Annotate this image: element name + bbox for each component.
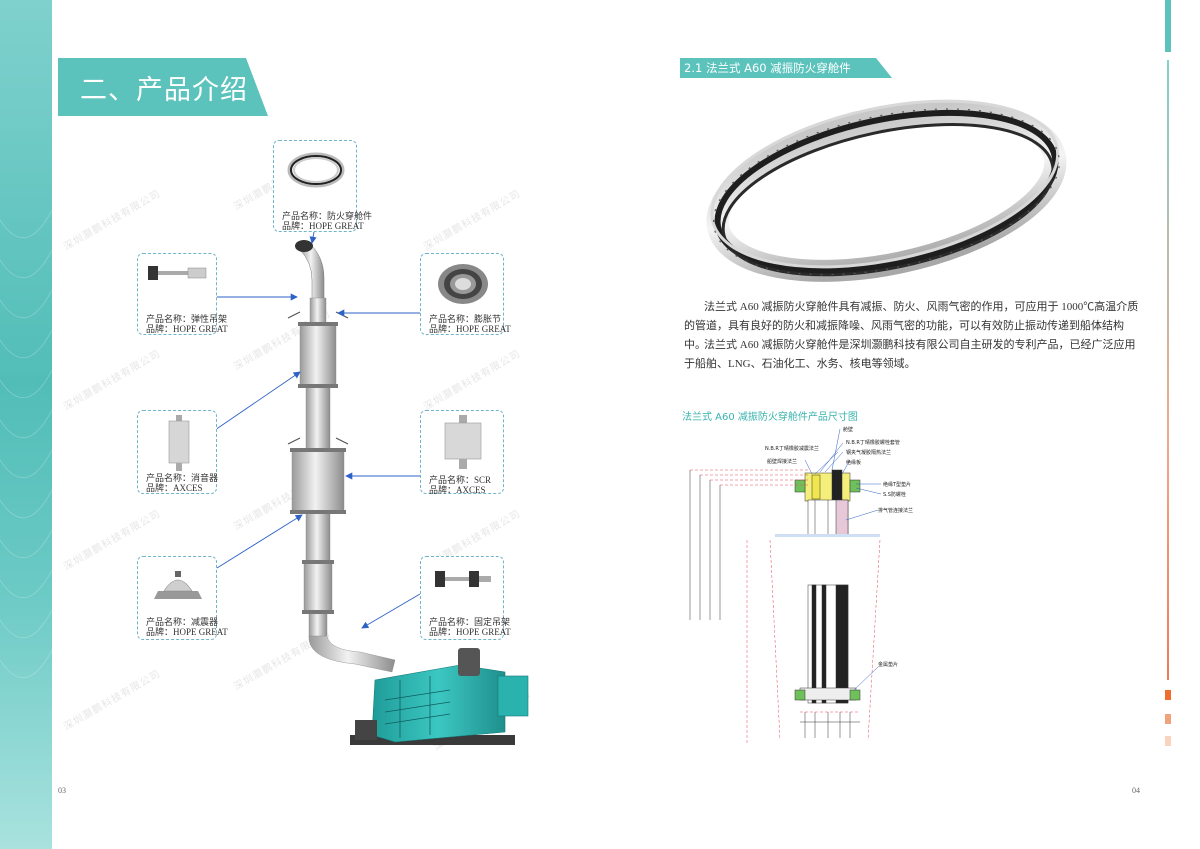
diagram-label: 钢夹气凝胶隔热法兰: [846, 449, 891, 456]
page-number-right: 04: [1132, 786, 1140, 795]
callout-shock-absorber: 产品名称：减震器 品牌：HOPE GREAT: [137, 556, 228, 640]
diagram-label: S.S防螺栓: [883, 491, 906, 498]
diagram-label: 绝缘T型垫片: [883, 481, 911, 488]
diagram-label: N.B.R丁晴橡胶减震法兰: [765, 445, 819, 452]
accent-square: [1165, 736, 1171, 746]
product-brand-label: 品牌：AXCES: [146, 483, 203, 493]
product-name-label: 产品名称：消音器: [146, 473, 219, 483]
title-banner: [58, 58, 268, 116]
section-banner: [680, 58, 892, 78]
exhaust-system-illustration: [214, 231, 529, 745]
right-accent-line: [1167, 60, 1169, 680]
callout-scr: 产品名称：SCR 品牌：AXCES: [420, 410, 504, 495]
diagram-label: N.B.R丁晴橡胶螺栓套管: [846, 439, 900, 446]
callout-fixed-hanger: 产品名称：固定吊架 品牌：HOPE GREAT: [420, 556, 511, 640]
callout-silencer: 产品名称：消音器 品牌：AXCES: [137, 410, 219, 494]
callout-elastic-hanger: 产品名称：弹性吊架 品牌：HOPE GREAT: [137, 253, 228, 335]
diagram-label: 金属垫片: [878, 661, 898, 668]
silencer-thumbnail: [168, 415, 190, 471]
product-brand-label: 品牌：AXCES: [429, 485, 486, 495]
product-name-label: 产品名称：减震器: [146, 617, 219, 627]
dimension-drawing: 舱壁 N.B.R丁晴橡胶减震法兰 N.B.R丁晴橡胶螺栓套管 钢夹气凝胶隔热法兰…: [689, 426, 913, 745]
product-name-label: 产品名称：弹性吊架: [146, 314, 228, 324]
diagram-label: 舱壁: [843, 426, 853, 433]
hanger-thumbnail: [148, 266, 207, 280]
product-brand-label: 品牌：HOPE GREAT: [429, 324, 511, 334]
top-accent-bar: [1165, 0, 1171, 52]
product-brand-label: 品牌：HOPE GREAT: [146, 627, 228, 637]
expansion-joint-thumbnail: [438, 264, 488, 304]
shock-absorber-thumbnail: [154, 571, 202, 599]
diagram-label: 船壁焊接法兰: [767, 458, 797, 465]
product-name-label: 产品名称：膨胀节: [429, 314, 502, 324]
dimension-drawing-title: 法兰式 A60 减振防火穿舱件产品尺寸图: [682, 412, 858, 423]
fixed-hanger-thumbnail: [435, 571, 491, 587]
product-brand-label: 品牌：HOPE GREAT: [146, 324, 228, 334]
description-paragraph-2: 法兰式 A60 减振防火穿舱件是深圳灏鹏科技有限公司自主研发的专利产品，已经广泛…: [684, 339, 1136, 370]
product-brand-label: 品牌：HOPE GREAT: [429, 627, 511, 637]
page-number-left: 03: [58, 786, 66, 795]
product-name-label: 产品名称：防火穿舱件: [282, 211, 373, 221]
callout-fire-penetration: 产品名称：防火穿舱件 品牌：HOPE GREAT: [273, 140, 372, 232]
accent-square: [1165, 714, 1171, 724]
description-paragraph-1: 法兰式 A60 减振防火穿舱件具有减振、防火、风雨气密的作用，可应用于 1000…: [684, 301, 1139, 351]
page-title: 二、产品介绍: [80, 75, 248, 106]
accent-square: [1165, 690, 1171, 700]
scr-thumbnail: [444, 415, 482, 469]
product-brand-label: 品牌：HOPE GREAT: [282, 221, 364, 231]
fire-penetration-ring-image: [706, 99, 1067, 282]
callout-expansion-joint: 产品名称：膨胀节 品牌：HOPE GREAT: [420, 253, 511, 335]
product-name-label: 产品名称：SCR: [429, 475, 492, 485]
fire-ring-thumbnail: [287, 152, 345, 188]
section-title: 2.1 法兰式 A60 减振防火穿舱件: [684, 61, 851, 75]
wave-pattern: [0, 209, 52, 678]
left-decorative-strip: [0, 0, 52, 849]
diagram-label: 绝缘板: [846, 459, 861, 466]
diagram-label: 排气管连接法兰: [878, 507, 913, 514]
product-name-label: 产品名称：固定吊架: [429, 617, 511, 627]
